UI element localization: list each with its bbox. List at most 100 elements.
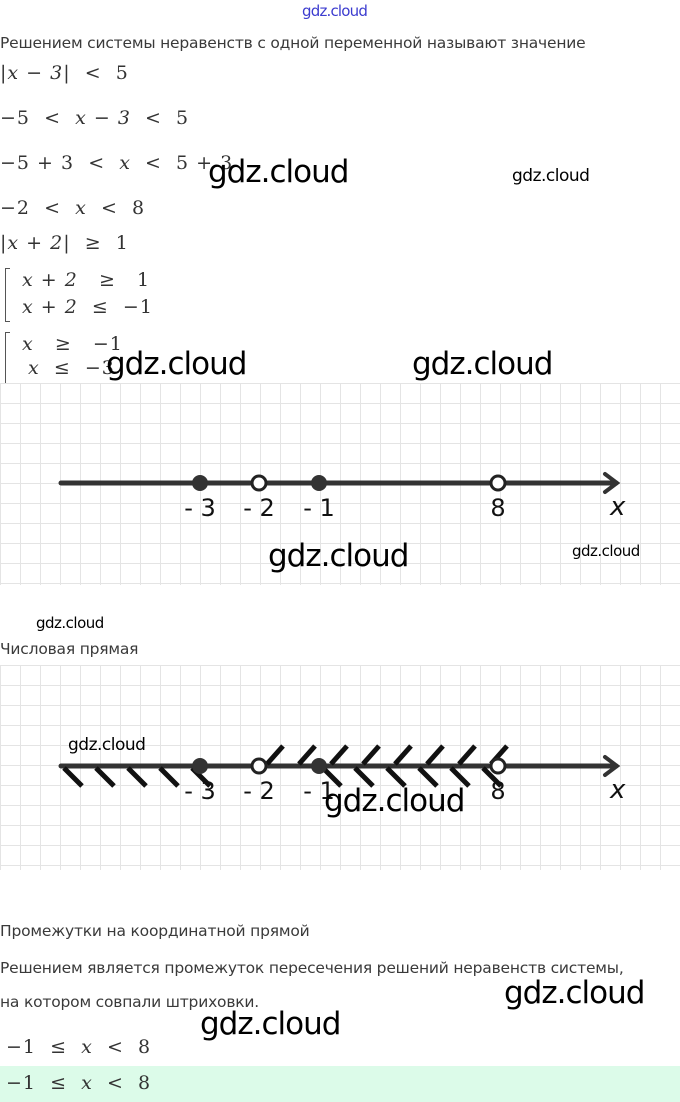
- point-open: [489, 474, 507, 492]
- term-b: 8: [131, 197, 146, 219]
- point-label: - 2: [243, 777, 275, 805]
- term-a: −5 + 3: [0, 152, 75, 174]
- term-b: 8: [137, 1072, 152, 1094]
- hatch-mark: [62, 766, 84, 788]
- hatch-mark: [417, 766, 439, 788]
- axis-arrow: [603, 472, 621, 494]
- point-label: - 1: [303, 494, 335, 522]
- conclusion-line-2: на котором совпали штриховки.: [0, 993, 260, 1011]
- number-line-1: x - 3 - 2 - 1 8: [58, 472, 626, 522]
- set-rhs: −1: [92, 333, 123, 355]
- ineq2-op: ≥: [84, 232, 102, 254]
- ineq1-rhs: 5: [115, 62, 129, 84]
- hatch-mark: [393, 744, 413, 766]
- hatch-mark: [329, 744, 349, 766]
- inequality-1-expanded: −5 < x − 3 < 5: [0, 107, 189, 129]
- point-label: 8: [490, 777, 505, 805]
- op-2: <: [106, 1036, 124, 1058]
- inequality-2: |x + 2| ≥ 1: [0, 232, 129, 254]
- term-mid: x: [75, 197, 87, 219]
- watermark: gdz.cloud: [68, 735, 146, 755]
- hatch-mark: [265, 744, 285, 766]
- term-a: −5: [0, 107, 31, 129]
- point-open: [250, 757, 268, 775]
- conclusion-line-1: Решением является промежуток пересечения…: [0, 959, 624, 977]
- inequality-1-result: −2 < x < 8: [0, 197, 145, 219]
- hatch-mark: [481, 766, 503, 788]
- intro-text: Решением системы неравенств с одной пере…: [0, 34, 586, 52]
- set-op: ≥: [54, 333, 72, 355]
- op-2: <: [145, 152, 162, 174]
- hatch-mark: [457, 744, 477, 766]
- hatch-mark: [126, 766, 148, 788]
- watermark: gdz.cloud: [106, 346, 247, 382]
- set-row: x ≤ −3: [28, 357, 115, 379]
- watermark: gdz.cloud: [268, 538, 409, 574]
- term-mid: x: [81, 1072, 93, 1094]
- caption-intervals: Промежутки на координатной прямой: [0, 922, 310, 940]
- axis-label: x: [609, 775, 626, 805]
- number-line-2: x - 3 - 2 - 1 8: [58, 744, 626, 805]
- op-1: ≤: [50, 1072, 68, 1094]
- watermark: gdz.cloud: [412, 346, 553, 382]
- op-1: ≤: [50, 1036, 68, 1058]
- hatch-mark: [158, 766, 180, 788]
- watermark: gdz.cloud: [208, 154, 349, 190]
- set-lhs: x + 2: [22, 269, 78, 291]
- watermark: gdz.cloud: [504, 975, 645, 1011]
- ineq1-op: <: [84, 62, 102, 84]
- watermark: gdz.cloud: [512, 166, 590, 186]
- watermark: gdz.cloud: [324, 783, 465, 819]
- inequality-1: |x − 3| < 5: [0, 62, 129, 84]
- term-a: −1: [6, 1036, 37, 1058]
- term-mid: x: [119, 152, 131, 174]
- set-row: x ≥ −1: [22, 333, 123, 355]
- final-inequality: −1 ≤ x < 8: [6, 1036, 151, 1058]
- op-2: <: [100, 197, 118, 219]
- hatch-mark: [297, 744, 317, 766]
- axis-label: x: [609, 492, 626, 522]
- term-b: 8: [137, 1036, 152, 1058]
- set-op: ≤: [91, 296, 109, 318]
- inequality-1-shift: −5 + 3 < x < 5 + 3: [0, 152, 233, 174]
- hatch-mark: [361, 744, 381, 766]
- point-label: 8: [490, 494, 505, 522]
- set-rhs: 1: [136, 269, 151, 291]
- axis-arrow: [603, 755, 621, 777]
- hatch-mark: [321, 766, 343, 788]
- watermark-top: gdz.cloud: [302, 2, 368, 20]
- ineq2-lhs: |x + 2|: [0, 232, 71, 254]
- point-label: - 2: [243, 494, 275, 522]
- answer-box: [0, 1066, 680, 1102]
- ineq2-rhs: 1: [115, 232, 129, 254]
- op-1: <: [44, 107, 62, 129]
- op-1: <: [88, 152, 106, 174]
- set-rhs: −1: [122, 296, 153, 318]
- set-row: x + 2 ≥ 1: [22, 269, 150, 291]
- set-lhs: x: [28, 357, 40, 379]
- point-label: - 3: [184, 777, 216, 805]
- op-2: <: [106, 1072, 124, 1094]
- set-bracket: [5, 268, 10, 322]
- term-a: −1: [6, 1072, 37, 1094]
- point-filled: [311, 475, 327, 491]
- point-filled: [311, 758, 327, 774]
- point-label: - 1: [303, 777, 335, 805]
- hatch-mark: [353, 766, 375, 788]
- hatch-mark: [94, 766, 116, 788]
- term-a: −2: [0, 197, 31, 219]
- point-filled: [192, 475, 208, 491]
- point-filled: [192, 758, 208, 774]
- point-open: [250, 474, 268, 492]
- hatch-mark: [385, 766, 407, 788]
- term-b: 5 + 3: [176, 152, 234, 174]
- term-mid: x − 3: [75, 107, 131, 129]
- set-lhs: x: [22, 333, 34, 355]
- set-op: ≤: [53, 357, 71, 379]
- ineq1-lhs: |x − 3|: [0, 62, 71, 84]
- watermark: gdz.cloud: [36, 614, 104, 632]
- hatch-mark: [425, 744, 445, 766]
- point-label: - 3: [184, 494, 216, 522]
- watermark: gdz.cloud: [200, 1006, 341, 1042]
- set-bracket: [5, 332, 10, 383]
